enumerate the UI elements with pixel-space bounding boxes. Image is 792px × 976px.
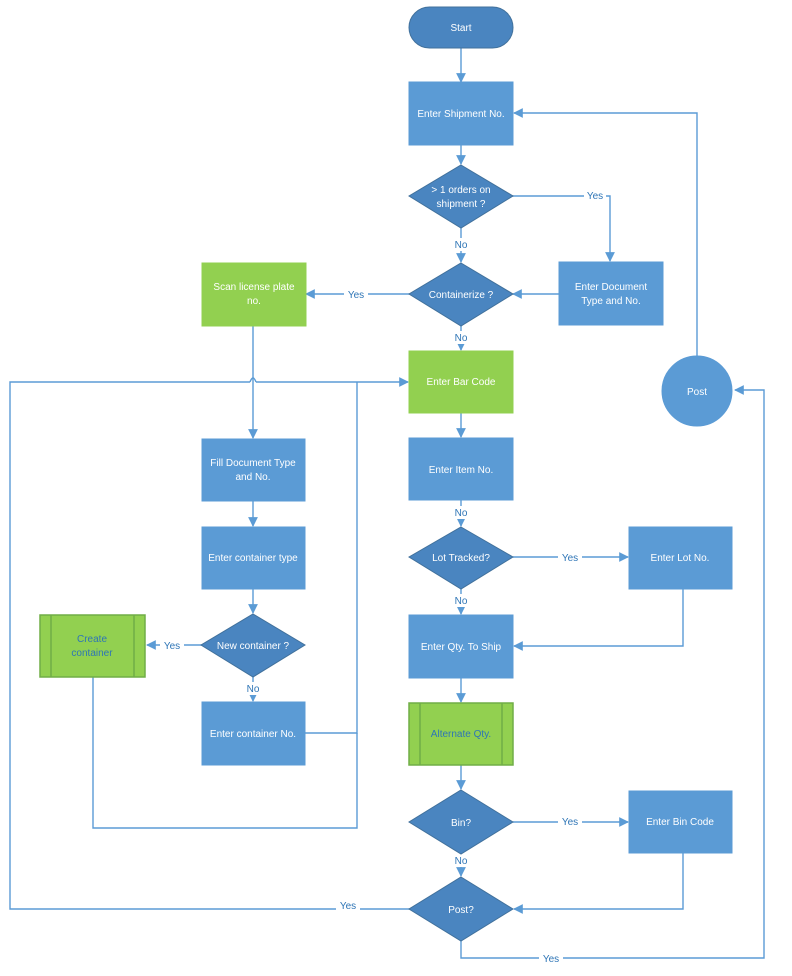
enter-container-no-box[interactable]: Enter container No. xyxy=(201,701,306,766)
create-container-label: Create container xyxy=(71,634,113,659)
fill-document-label-line-1: Fill Document Type xyxy=(210,458,296,469)
label-item-no: No xyxy=(455,508,468,519)
edge-enter-bin-to-post xyxy=(513,853,684,914)
container-type-box[interactable]: Enter container type xyxy=(201,526,306,590)
edge-enter-lot-to-qty xyxy=(513,589,684,651)
containerize-decision[interactable]: Containerize ? xyxy=(408,262,514,327)
label-orders-yes: Yes xyxy=(587,191,603,202)
enter-container-no-label: Enter container No. xyxy=(210,729,296,740)
scan-license-box[interactable]: Scan license plate no. xyxy=(201,262,307,327)
orders-decision-label: > 1 orders on shipment ? xyxy=(431,185,490,210)
enter-barcode-label: Enter Bar Code xyxy=(427,377,496,388)
edge-container-no-to-barcode xyxy=(305,382,358,734)
scan-license-label: Scan license plate no. xyxy=(213,282,295,307)
alternate-qty-label: Alternate Qty. xyxy=(431,729,491,740)
enter-qty-box[interactable]: Enter Qty. To Ship xyxy=(408,614,514,679)
lot-decision-label: Lot Tracked? xyxy=(432,553,490,564)
enter-lot-label: Enter Lot No. xyxy=(651,553,710,564)
enter-item-label-line-1: Enter Item No. xyxy=(429,465,493,476)
bin-decision-label-line-1: Bin? xyxy=(451,818,471,829)
bin-decision[interactable]: Bin? xyxy=(408,789,514,855)
post-decision[interactable]: Post? xyxy=(408,876,514,942)
edge-hop-over xyxy=(249,377,257,383)
label-lot-no: No xyxy=(455,596,468,607)
enter-barcode-label-line-1: Enter Bar Code xyxy=(427,377,496,388)
edge-post-yes-to-post-circle xyxy=(460,385,765,959)
enter-shipment-label: Enter Shipment No. xyxy=(417,109,504,120)
edge-orders-yes-to-document xyxy=(512,195,615,262)
alternate-qty-label-line-1: Alternate Qty. xyxy=(431,729,491,740)
lot-decision-label-line-1: Lot Tracked? xyxy=(432,553,490,564)
label-containerize-no: No xyxy=(455,333,468,344)
label-new-container-yes: Yes xyxy=(164,641,180,652)
enter-document-label-line-2: Type and No. xyxy=(581,296,640,307)
edge-post-circle-to-shipment xyxy=(513,108,698,356)
alternate-qty-box[interactable]: Alternate Qty. xyxy=(408,702,514,766)
new-container-decision-label-line-1: New container ? xyxy=(217,641,290,652)
bin-decision-label: Bin? xyxy=(451,818,471,829)
label-bin-no: No xyxy=(455,856,468,867)
orders-decision-label-line-2: shipment ? xyxy=(437,199,486,210)
create-container-label-line-2: container xyxy=(71,648,113,659)
create-container-label-line-1: Create xyxy=(77,634,107,645)
post-circle[interactable]: Post xyxy=(661,355,733,427)
create-container-box[interactable]: Create container xyxy=(39,614,146,678)
fill-document-box[interactable]: Fill Document Type and No. xyxy=(201,438,306,502)
enter-shipment-box[interactable]: Enter Shipment No. xyxy=(408,81,514,146)
start-terminator[interactable]: Start xyxy=(408,6,514,49)
enter-bin-box[interactable]: Enter Bin Code xyxy=(628,790,733,854)
label-bin-yes: Yes xyxy=(562,817,578,828)
container-type-label-line-1: Enter container type xyxy=(208,553,298,564)
label-containerize-yes: Yes xyxy=(348,290,364,301)
enter-shipment-label-line-1: Enter Shipment No. xyxy=(417,109,504,120)
orders-decision-label-line-1: > 1 orders on xyxy=(431,185,490,196)
enter-barcode-box[interactable]: Enter Bar Code xyxy=(408,350,514,414)
scan-license-label-line-2: no. xyxy=(247,296,261,307)
enter-document-label-line-1: Enter Document xyxy=(575,282,647,293)
scan-license-label-line-1: Scan license plate xyxy=(213,282,295,293)
edge-create-to-barcode xyxy=(92,677,358,829)
fill-document-label-line-2: and No. xyxy=(235,472,270,483)
post-circle-label: Post xyxy=(687,387,707,398)
lot-decision[interactable]: Lot Tracked? xyxy=(408,526,514,590)
enter-qty-label-line-1: Enter Qty. To Ship xyxy=(421,642,502,653)
label-post-yes-bottom: Yes xyxy=(543,954,559,965)
new-container-decision[interactable]: New container ? xyxy=(200,613,306,678)
label-lot-yes: Yes xyxy=(562,553,578,564)
label-orders-no: No xyxy=(455,240,468,251)
edge-post-yes-loop-to-barcode xyxy=(9,382,410,910)
enter-bin-label-line-1: Enter Bin Code xyxy=(646,817,714,828)
enter-item-box[interactable]: Enter Item No. xyxy=(408,437,514,501)
label-post-yes-left: Yes xyxy=(340,901,356,912)
enter-lot-box[interactable]: Enter Lot No. xyxy=(628,526,733,590)
post-circle-label-line-1: Post xyxy=(687,387,707,398)
containerize-decision-label: Containerize ? xyxy=(429,290,494,301)
enter-lot-label-line-1: Enter Lot No. xyxy=(651,553,710,564)
container-type-label: Enter container type xyxy=(208,553,298,564)
fill-document-label: Fill Document Type and No. xyxy=(210,458,296,483)
enter-qty-label: Enter Qty. To Ship xyxy=(421,642,502,653)
start-label-line-1: Start xyxy=(450,23,471,34)
enter-bin-label: Enter Bin Code xyxy=(646,817,714,828)
edge-labels: Yes No Yes No No Yes No Yes No Yes No Ye… xyxy=(160,189,606,965)
start-label: Start xyxy=(450,23,471,34)
new-container-decision-label: New container ? xyxy=(217,641,290,652)
label-new-container-no: No xyxy=(247,684,260,695)
nodes: Start Enter Shipment No. > 1 orders on sh… xyxy=(39,6,733,942)
enter-item-label: Enter Item No. xyxy=(429,465,493,476)
orders-decision[interactable]: > 1 orders on shipment ? xyxy=(408,164,514,229)
post-decision-label: Post? xyxy=(448,905,474,916)
containerize-decision-label-line-1: Containerize ? xyxy=(429,290,494,301)
post-decision-label-line-1: Post? xyxy=(448,905,474,916)
enter-container-no-label-line-1: Enter container No. xyxy=(210,729,296,740)
